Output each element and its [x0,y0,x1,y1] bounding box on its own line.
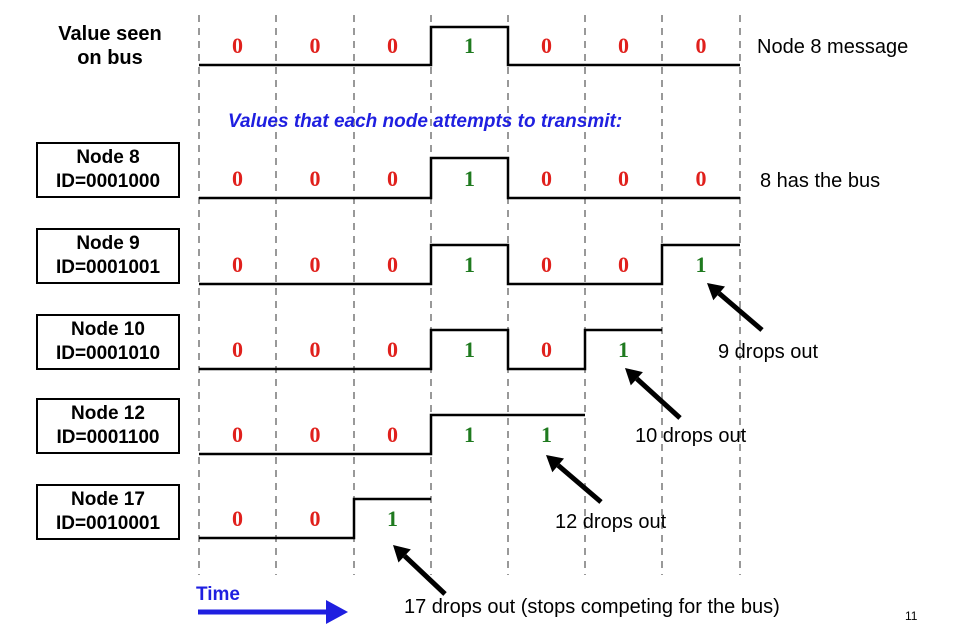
node-9-waveform [199,243,740,286]
bus-bit-0: 0 [232,33,243,58]
node-9-note: 9 drops out [718,341,819,363]
time-arrow-icon [198,600,348,624]
node-17-bit-2: 1 [387,506,398,531]
node-10-bit-2: 0 [387,337,398,362]
bus-bit-1: 0 [310,33,321,58]
node-17-id: ID=0010001 [55,513,161,534]
bus-label-line2: on bus [77,47,143,69]
node-17-box: Node 17 ID=0010001 [36,484,180,540]
node-8-bit-3: 1 [464,166,475,191]
node-12-name: Node 12 [71,403,145,424]
node-8-waveform [199,156,740,200]
node-8-box: Node 8 ID=0001000 [36,142,180,198]
node-10-box: Node 10 ID=0001010 [36,314,180,370]
node-12-bit-2: 0 [387,422,398,447]
bus-label-line1: Value seen [58,23,162,45]
bus-note: Node 8 message [757,36,909,58]
bus-bit-2: 0 [387,33,398,58]
node-10-bit-3: 1 [464,337,475,362]
bus-bit-6: 0 [696,33,707,58]
node-9-bit-1: 0 [310,252,321,277]
node-9-bit-3: 1 [464,252,475,277]
bus-label: Value seen on bus [35,22,185,70]
node-12-bit-3: 1 [464,422,475,447]
node-10-bit-0: 0 [232,337,243,362]
node-12-bit-1: 0 [310,422,321,447]
node-17-dropout-arrow [393,545,447,596]
node-17-name: Node 17 [71,489,145,510]
page-number: 11 [905,609,918,623]
node-9-box: Node 9 ID=0001001 [36,228,180,284]
node-12-bit-0: 0 [232,422,243,447]
bus-bit-3: 1 [464,33,475,58]
node-10-dropout-arrow [625,368,682,420]
node-12-id: ID=0001100 [56,427,160,448]
transmit-heading: Values that each node attempts to transm… [228,111,623,132]
bus-bit-5: 0 [618,33,629,58]
node-8-bit-5: 0 [618,166,629,191]
node-9-bit-2: 0 [387,252,398,277]
node-12-waveform [199,413,585,456]
node-9-bit-0: 0 [232,252,243,277]
node-8-bit-1: 0 [310,166,321,191]
node-9-name: Node 9 [76,233,140,254]
node-12-bit-4: 1 [541,422,552,447]
node-10-bit-4: 0 [541,337,552,362]
node-9-bit-6: 1 [696,252,707,277]
node-12-dropout-arrow [546,455,603,504]
node-10-note: 10 drops out [635,425,747,447]
node-8-name: Node 8 [76,147,140,168]
node-10-bit-5: 1 [618,337,629,362]
node-9-id: ID=0001001 [55,257,161,278]
node-17-waveform [199,497,431,540]
time-label: Time [196,584,241,605]
node-8-bit-6: 0 [696,166,707,191]
node-12-note: 12 drops out [555,511,667,533]
node-8-bit-0: 0 [232,166,243,191]
node-10-bit-1: 0 [310,337,321,362]
bus-waveform [199,25,740,67]
node-10-name: Node 10 [71,319,145,340]
node-17-bit-1: 0 [310,506,321,531]
node-17-bit-0: 0 [232,506,243,531]
node-10-id: ID=0001010 [55,343,161,364]
node-9-bit-4: 0 [541,252,552,277]
node-8-note: 8 has the bus [760,170,881,192]
node-17-note: 17 drops out (stops competing for the bu… [404,596,780,618]
bus-bit-4: 0 [541,33,552,58]
node-9-dropout-arrow [707,283,764,332]
node-8-id: ID=0001000 [55,171,161,192]
node-8-bit-4: 0 [541,166,552,191]
node-9-bit-5: 0 [618,252,629,277]
node-8-bit-2: 0 [387,166,398,191]
node-10-waveform [199,328,662,371]
node-12-box: Node 12 ID=0001100 [36,398,180,454]
